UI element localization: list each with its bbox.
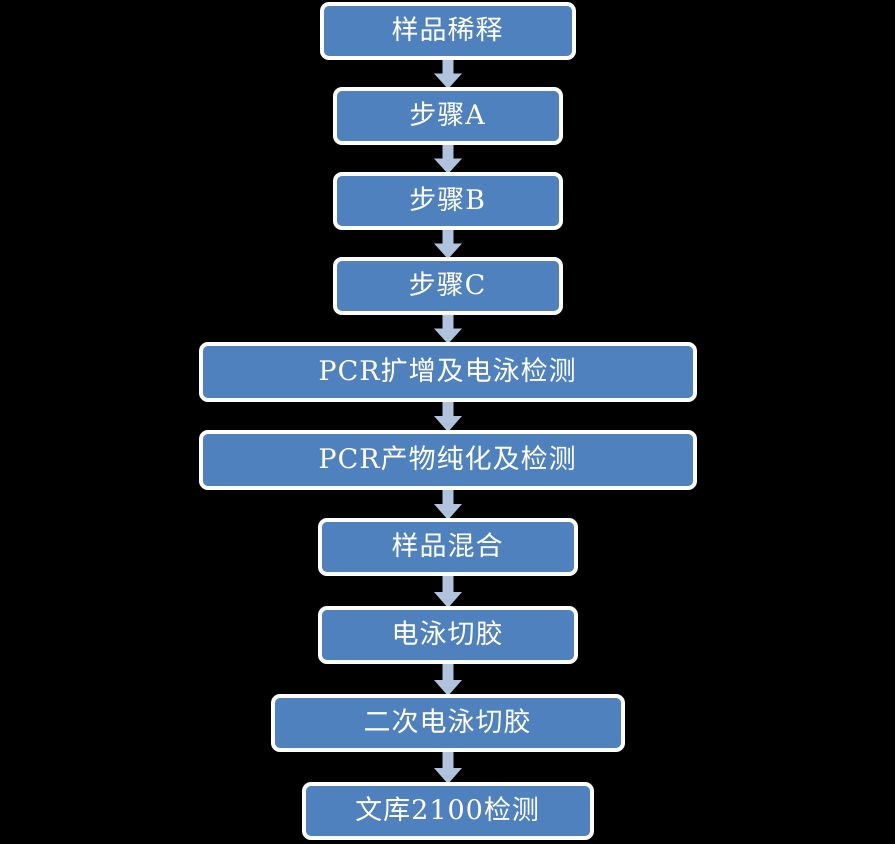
down-arrow-icon	[433, 58, 462, 89]
flow-node-label: 步骤C	[408, 269, 487, 301]
flow-node-label: 文库2100检测	[355, 794, 540, 826]
connector-n8-to-n9	[433, 664, 463, 696]
down-arrow-icon	[433, 488, 462, 520]
connector-n7-to-n8	[433, 576, 463, 608]
flow-node-n8[interactable]: 电泳切胶	[317, 606, 578, 664]
down-arrow-icon	[433, 313, 462, 344]
flow-node-label: PCR扩增及电泳检测	[318, 355, 577, 387]
connector-n9-to-n10	[433, 752, 463, 784]
flow-node-label: 步骤B	[409, 184, 486, 216]
flow-node-n3[interactable]: 步骤B	[332, 172, 563, 230]
flow-node-label: 步骤A	[409, 99, 486, 131]
flow-node-label: 样品稀释	[391, 14, 504, 46]
connector-n2-to-n3	[433, 143, 463, 174]
flow-node-label: 二次电泳切胶	[363, 706, 532, 738]
flow-node-n1[interactable]: 样品稀释	[319, 2, 576, 60]
flow-node-n9[interactable]: 二次电泳切胶	[270, 694, 625, 752]
down-arrow-icon	[433, 400, 462, 432]
flow-node-n10[interactable]: 文库2100检测	[301, 782, 594, 840]
connector-n6-to-n7	[433, 488, 463, 520]
connector-n1-to-n2	[433, 58, 463, 89]
flow-node-label: PCR产物纯化及检测	[318, 443, 577, 475]
flow-node-n5[interactable]: PCR扩增及电泳检测	[198, 342, 697, 402]
down-arrow-icon	[433, 228, 462, 259]
flow-node-n7[interactable]: 样品混合	[317, 518, 578, 576]
down-arrow-icon	[433, 576, 462, 608]
down-arrow-icon	[433, 664, 462, 696]
flow-node-n6[interactable]: PCR产物纯化及检测	[198, 430, 697, 490]
connector-n4-to-n5	[433, 313, 463, 344]
down-arrow-icon	[433, 143, 462, 174]
connector-n5-to-n6	[433, 400, 463, 432]
flow-node-label: 样品混合	[391, 530, 504, 562]
flow-node-n4[interactable]: 步骤C	[332, 257, 563, 315]
connector-n3-to-n4	[433, 228, 463, 259]
down-arrow-icon	[433, 752, 462, 784]
flow-node-n2[interactable]: 步骤A	[332, 87, 563, 145]
flow-node-label: 电泳切胶	[391, 618, 504, 650]
